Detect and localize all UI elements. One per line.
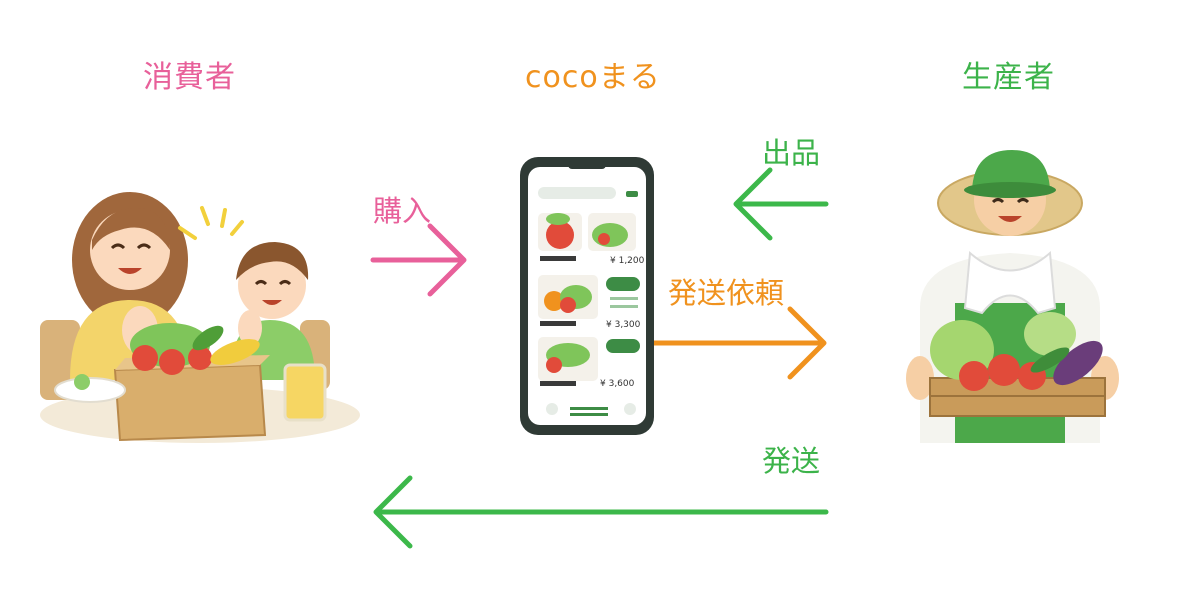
price-1: ¥ 1,200 xyxy=(610,256,645,266)
purchase-label: 購入 xyxy=(373,194,432,228)
shipping-request-label: 発送依頼 xyxy=(668,276,785,310)
shipping-request-arrow xyxy=(649,306,827,380)
producer-label: 生産者 xyxy=(962,60,1055,95)
smartphone-app-icon: ¥ 1,200 ¥ 3,300 ¥ 3,600 xyxy=(520,157,654,435)
platform-label: cocoまる xyxy=(525,60,661,95)
purchase-arrow xyxy=(370,223,467,297)
price-2: ¥ 3,300 xyxy=(606,320,641,330)
shipping-label: 発送 xyxy=(762,444,821,478)
shipping-arrow xyxy=(373,475,829,549)
listing-arrow xyxy=(733,167,829,241)
price-3: ¥ 3,600 xyxy=(600,379,635,389)
consumer-label: 消費者 xyxy=(143,60,236,95)
family-illustration-icon xyxy=(40,192,360,443)
listing-label: 出品 xyxy=(762,136,821,170)
farmer-illustration-icon xyxy=(906,150,1119,443)
